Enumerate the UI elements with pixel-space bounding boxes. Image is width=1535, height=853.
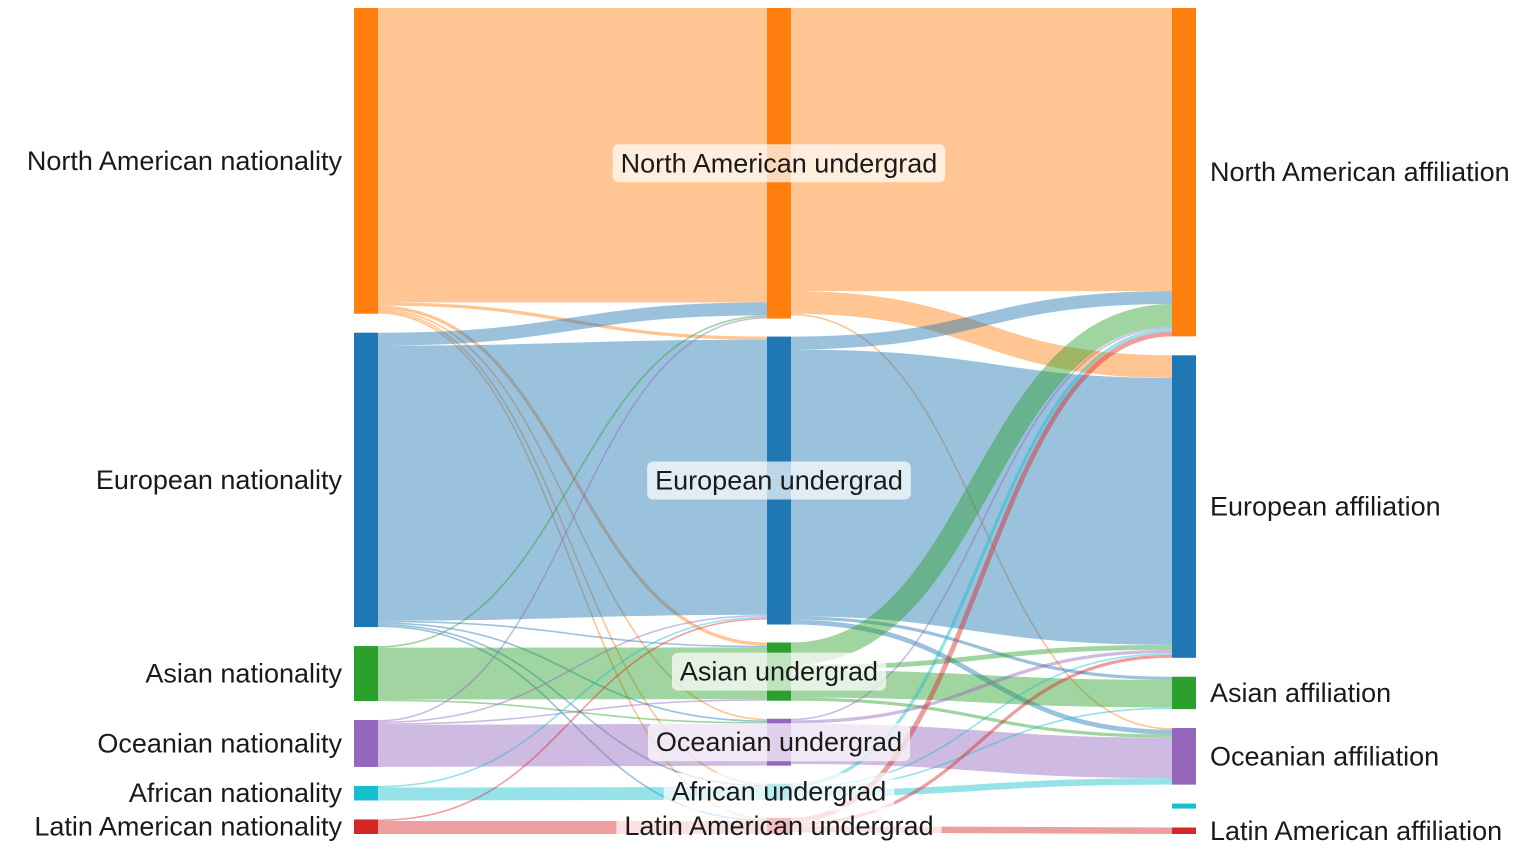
flow-na_nat-to-eu_ug[interactable] — [377, 302, 768, 340]
node-oc_aff[interactable] — [1172, 728, 1196, 785]
node-as_nat[interactable] — [354, 646, 378, 702]
flow-na_ug-to-oc_aff[interactable] — [790, 313, 1173, 730]
flow-oc_nat-to-na_ug[interactable] — [377, 316, 768, 722]
node-label-af_ug: African undergrad — [672, 777, 887, 807]
node-label-bg-as_ug — [671, 652, 887, 691]
flow-la_nat-to-eu_ug[interactable] — [377, 618, 768, 822]
node-na_nat[interactable] — [354, 8, 378, 314]
flow-as_ug-to-oc_aff[interactable] — [790, 697, 1173, 738]
flow-eu_ug-to-na_aff[interactable] — [790, 291, 1173, 350]
node-label-af_nat: African nationality — [129, 778, 343, 808]
node-label-la_nat: Latin American nationality — [34, 812, 342, 842]
flow-as_ug-to-na_aff[interactable] — [790, 304, 1173, 666]
flow-eu_nat-to-as_ug[interactable] — [377, 620, 768, 648]
node-la_nat[interactable] — [354, 819, 378, 834]
flow-eu_ug-to-oc_aff[interactable] — [790, 619, 1173, 735]
node-as_aff[interactable] — [1172, 676, 1196, 710]
node-eu_aff[interactable] — [1172, 355, 1196, 658]
node-label-as_ug: Asian undergrad — [680, 657, 878, 687]
flow-na_nat-to-oc_ug[interactable] — [377, 308, 768, 721]
flow-oc_nat-to-as_ug[interactable] — [377, 699, 768, 725]
node-label-as_nat: Asian nationality — [145, 659, 342, 689]
node-af_nat[interactable] — [354, 785, 378, 801]
node-af_aff[interactable] — [1172, 803, 1196, 809]
flow-oc_nat-to-eu_ug[interactable] — [377, 614, 768, 724]
node-label-na_aff: North American affiliation — [1210, 157, 1510, 187]
node-label-na_ug: North American undergrad — [621, 148, 938, 178]
node-label-na_nat: North American nationality — [27, 146, 343, 176]
flow-eu_nat-to-oc_ug[interactable] — [377, 622, 768, 722]
node-eu_nat[interactable] — [354, 332, 378, 628]
node-label-la_ug: Latin American undergrad — [624, 811, 933, 841]
node-na_aff[interactable] — [1172, 8, 1196, 337]
node-label-bg-na_ug — [612, 144, 946, 183]
node-label-as_aff: Asian affiliation — [1210, 678, 1391, 708]
node-label-bg-oc_ug — [647, 723, 911, 762]
flow-oc_ug-to-eu_aff[interactable] — [790, 649, 1173, 724]
flow-na_ug-to-eu_aff[interactable] — [790, 291, 1173, 378]
node-label-eu_aff: European affiliation — [1210, 492, 1441, 522]
node-label-la_aff: Latin American affiliation — [1210, 816, 1502, 846]
flow-eu_nat-to-na_ug[interactable] — [377, 302, 768, 346]
node-label-bg-eu_ug — [647, 461, 911, 500]
node-label-eu_ug: European undergrad — [655, 466, 903, 496]
node-label-oc_ug: Oceanian undergrad — [656, 727, 902, 757]
flow-na_nat-to-as_ug[interactable] — [377, 305, 768, 646]
flow-as_nat-to-na_ug[interactable] — [377, 315, 768, 648]
node-la_aff[interactable] — [1172, 827, 1196, 834]
node-label-oc_nat: Oceanian nationality — [97, 728, 342, 758]
node-oc_nat[interactable] — [354, 720, 378, 767]
node-label-bg-af_ug — [663, 772, 895, 811]
flow-oc_ug-to-na_aff[interactable] — [790, 326, 1173, 721]
flow-af_nat-to-eu_ug[interactable] — [377, 616, 768, 788]
flow-as_nat-to-oc_ug[interactable] — [377, 699, 768, 724]
node-label-oc_aff: Oceanian affiliation — [1210, 741, 1439, 771]
flow-eu_ug-to-as_aff[interactable] — [790, 616, 1173, 680]
node-label-eu_nat: European nationality — [96, 465, 343, 495]
node-label-bg-la_ug — [616, 806, 942, 845]
